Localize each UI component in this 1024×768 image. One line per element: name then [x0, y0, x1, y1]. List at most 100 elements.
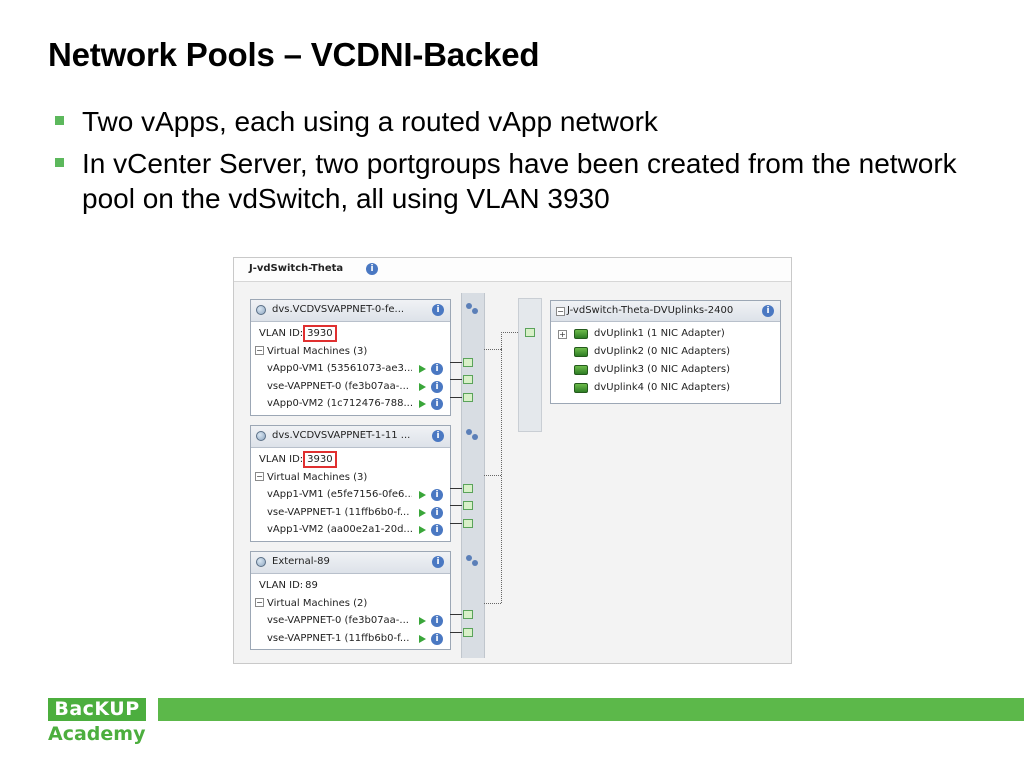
vm-name: vApp0-VM1 (53561073-ae3...: [267, 363, 412, 374]
vm-port-icon[interactable]: [463, 393, 473, 402]
vlan-row: VLAN ID:3930: [251, 451, 450, 469]
powered-on-icon: [419, 617, 426, 625]
info-icon[interactable]: i: [431, 615, 443, 627]
info-icon[interactable]: i: [432, 556, 444, 568]
info-icon[interactable]: i: [431, 632, 443, 645]
vm-row[interactable]: vApp0-VM2 (1c712476-788...i: [251, 395, 450, 413]
vlan-row: VLAN ID:89: [251, 577, 450, 595]
vm-name: vse-VAPPNET-1 (11ffb6b0-f...: [267, 506, 410, 518]
vm-port-icon[interactable]: [463, 519, 473, 528]
info-icon[interactable]: i: [366, 263, 378, 275]
nic-icon: [574, 365, 588, 375]
vdswitch-screenshot: J-vdSwitch-Theta i dvs.VCDVSVAPPNET-0-fe…: [233, 257, 792, 664]
uplink-port-icon[interactable]: [525, 328, 535, 337]
bullet-item: Two vApps, each using a routed vApp netw…: [52, 104, 992, 139]
vm-port-icon[interactable]: [463, 375, 473, 384]
expand-icon[interactable]: +: [558, 330, 567, 339]
link-line: [501, 349, 502, 603]
vlan-id: 3930: [303, 325, 337, 342]
vlan-id: 89: [305, 580, 318, 591]
vm-port-icon[interactable]: [463, 358, 473, 367]
uplink-row[interactable]: dvUplink3 (0 NIC Adapters): [551, 361, 780, 379]
link-line: [484, 349, 501, 350]
info-icon[interactable]: i: [431, 489, 443, 501]
link-line: [501, 332, 518, 333]
link-icon: [466, 429, 478, 441]
bullet-text: Two vApps, each using a routed vApp netw…: [82, 106, 658, 137]
powered-on-icon: [419, 526, 426, 534]
connector-line: [450, 379, 462, 380]
vm-group-label: Virtual Machines (2): [267, 597, 368, 609]
vm-port-icon[interactable]: [463, 610, 473, 619]
logo-top-text: BacKUP: [48, 698, 146, 721]
vm-port-icon[interactable]: [463, 484, 473, 493]
collapse-icon[interactable]: −: [255, 598, 264, 607]
vm-name: vApp1-VM1 (e5fe7156-0fe6...: [267, 489, 412, 500]
portgroup-panel[interactable]: External-89 i VLAN ID:89 −Virtual Machin…: [250, 551, 451, 650]
info-icon[interactable]: i: [432, 430, 444, 442]
info-icon[interactable]: i: [431, 398, 443, 410]
info-icon[interactable]: i: [431, 363, 443, 375]
connector-line: [450, 505, 462, 506]
info-icon[interactable]: i: [431, 506, 443, 519]
switch-name: J-vdSwitch-Theta: [249, 263, 344, 274]
uplink-group-name: J-vdSwitch-Theta-DVUplinks-2400: [567, 305, 734, 316]
portgroup-panel[interactable]: dvs.VCDVSVAPPNET-0-fe... i VLAN ID:3930 …: [250, 299, 451, 416]
collapse-icon[interactable]: −: [255, 472, 264, 481]
vlan-id: 3930: [303, 451, 337, 468]
vm-group-header[interactable]: −Virtual Machines (3): [251, 343, 450, 361]
vm-row[interactable]: vse-VAPPNET-1 (11ffb6b0-f... i: [251, 504, 450, 522]
vm-name: vse-VAPPNET-0 (fe3b07aa-...: [267, 615, 409, 626]
bullet-text: In vCenter Server, two portgroups have b…: [82, 148, 957, 214]
link-icon: [466, 555, 478, 567]
vm-port-icon[interactable]: [463, 628, 473, 637]
vm-row[interactable]: vApp0-VM1 (53561073-ae3... i: [251, 360, 450, 378]
uplink-row[interactable]: dvUplink4 (0 NIC Adapters): [551, 379, 780, 397]
link-icon: [466, 303, 478, 315]
info-icon[interactable]: i: [431, 380, 443, 393]
powered-on-icon: [419, 634, 426, 643]
portgroup-header: dvs.VCDVSVAPPNET-0-fe... i: [251, 300, 450, 322]
vm-row[interactable]: vse-VAPPNET-0 (fe3b07aa-...i: [251, 378, 450, 396]
vm-row[interactable]: vse-VAPPNET-0 (fe3b07aa-... i: [251, 612, 450, 630]
portgroup-name: External-89: [272, 556, 330, 567]
connector-line: [450, 362, 462, 363]
link-line: [484, 475, 501, 476]
powered-on-icon: [419, 400, 426, 408]
powered-on-icon: [419, 382, 426, 391]
portgroup-header: dvs.VCDVSVAPPNET-1-11 ... i: [251, 426, 450, 448]
uplink-label: dvUplink3 (0 NIC Adapters): [594, 364, 730, 375]
vlan-label: VLAN ID:: [259, 328, 304, 339]
uplink-group-header: − J-vdSwitch-Theta-DVUplinks-2400 i: [551, 301, 780, 322]
portgroup-header: External-89 i: [251, 552, 450, 574]
vlan-label: VLAN ID:: [259, 454, 304, 465]
footer-bar: [158, 698, 1024, 721]
uplink-port-column: [518, 298, 542, 432]
info-icon[interactable]: i: [431, 524, 443, 536]
uplink-row[interactable]: dvUplink2 (0 NIC Adapters): [551, 343, 780, 361]
connector-line: [450, 523, 462, 524]
collapse-icon[interactable]: −: [255, 346, 264, 355]
uplink-group-panel[interactable]: − J-vdSwitch-Theta-DVUplinks-2400 i + dvU…: [550, 300, 781, 404]
info-icon[interactable]: i: [432, 304, 444, 316]
connector-line: [450, 614, 462, 615]
vlan-row: VLAN ID:3930: [251, 325, 450, 343]
powered-on-icon: [419, 491, 426, 499]
vm-name: vse-VAPPNET-1 (11ffb6b0-f...: [267, 632, 410, 644]
vm-row[interactable]: vApp1-VM1 (e5fe7156-0fe6... i: [251, 486, 450, 504]
uplink-label: dvUplink1 (1 NIC Adapter): [594, 328, 725, 339]
collapse-icon[interactable]: −: [556, 307, 565, 316]
vm-group-label: Virtual Machines (3): [267, 471, 368, 483]
info-icon[interactable]: i: [762, 305, 774, 317]
vm-row[interactable]: vse-VAPPNET-1 (11ffb6b0-f... i: [251, 630, 450, 648]
backup-academy-logo: BacKUP Academy: [48, 698, 146, 746]
vm-port-icon[interactable]: [463, 501, 473, 510]
uplink-row[interactable]: + dvUplink1 (1 NIC Adapter): [551, 325, 780, 343]
nic-icon: [574, 329, 588, 339]
vm-row[interactable]: vApp1-VM2 (aa00e2a1-20d...i: [251, 521, 450, 539]
vlan-label: VLAN ID:: [259, 580, 304, 591]
vm-group-header[interactable]: −Virtual Machines (2): [251, 595, 450, 613]
portgroup-panel[interactable]: dvs.VCDVSVAPPNET-1-11 ... i VLAN ID:3930…: [250, 425, 451, 542]
vm-group-header[interactable]: −Virtual Machines (3): [251, 469, 450, 487]
slide-title: Network Pools – VCDNI-Backed: [48, 36, 540, 73]
